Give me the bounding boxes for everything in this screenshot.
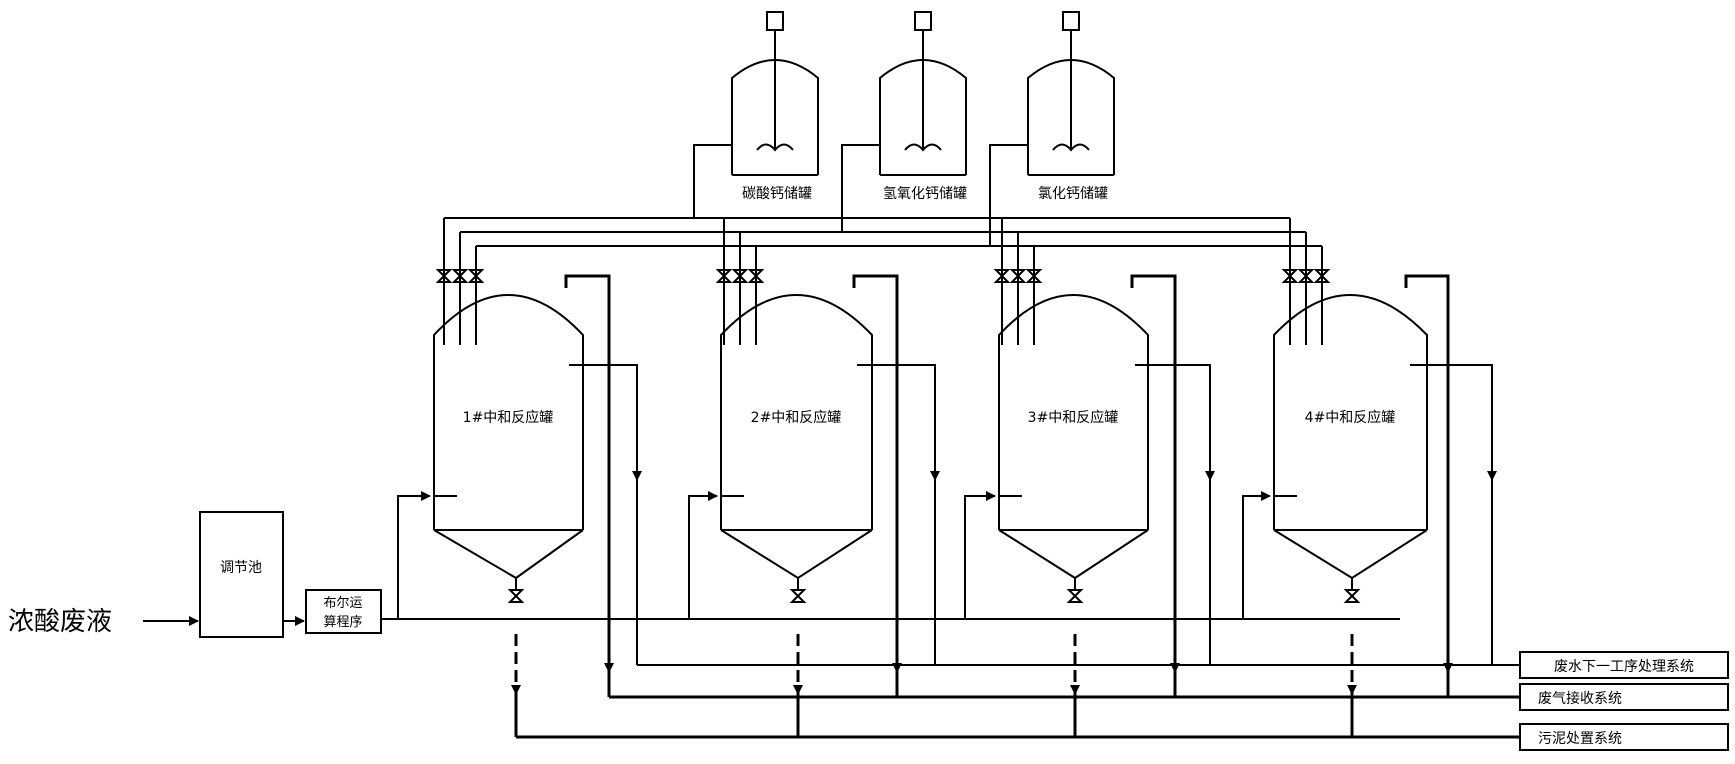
storage-tank-3-label: 氯化钙储罐 <box>1038 186 1108 202</box>
reactor-2-label: 2#中和反应罐 <box>751 409 842 426</box>
control-box-label-2: 算程序 <box>323 615 362 630</box>
output-sludge-label: 污泥处置系统 <box>1538 731 1622 747</box>
storage-3-outlet <box>989 144 1028 246</box>
reactor-3 <box>964 218 1215 695</box>
conditioning-tank: 调节池 <box>199 511 284 638</box>
output-exhaust-label: 废气接收系统 <box>1538 690 1622 707</box>
storage-tank-1 <box>731 11 819 176</box>
control-box: 布尔运 算程序 <box>305 589 382 634</box>
output-sludge-box: 污泥处置系统 <box>1519 723 1729 751</box>
storage-tank-1-label: 碳酸钙储罐 <box>742 186 812 202</box>
reactor-4 <box>1242 218 1497 695</box>
storage-1-outlet <box>693 144 732 218</box>
storage-tank-2-label: 氢氧化钙储罐 <box>883 186 967 202</box>
output-exhaust-box: 废气接收系统 <box>1519 683 1729 711</box>
conditioning-tank-label: 调节池 <box>220 560 262 576</box>
reactor-3-label: 3#中和反应罐 <box>1028 409 1119 426</box>
storage-tank-2 <box>879 11 967 176</box>
reactor-2 <box>688 218 940 695</box>
output-wastewater-box: 废水下一工序处理系统 <box>1519 651 1729 679</box>
output-wastewater-label: 废水下一工序处理系统 <box>1554 659 1694 675</box>
reactor-1-label: 1#中和反应罐 <box>463 409 554 426</box>
storage-2-outlet <box>841 144 880 232</box>
storage-tank-3 <box>1027 11 1115 176</box>
reactor-1 <box>397 218 642 695</box>
control-box-label-1: 布尔运 <box>323 596 362 611</box>
reactor-4-label: 4#中和反应罐 <box>1305 409 1396 426</box>
inlet-label: 浓酸废液 <box>8 607 112 637</box>
